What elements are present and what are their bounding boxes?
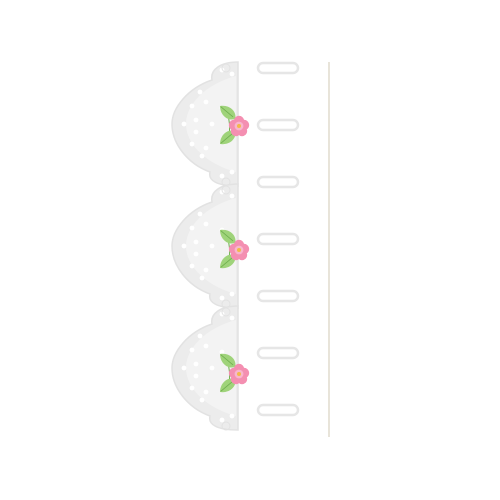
lace-hole [209, 365, 215, 371]
lace-scallop [171, 305, 239, 431]
lace-hole [203, 343, 209, 349]
lace-hole [203, 99, 209, 105]
lace-hole [193, 373, 199, 379]
ribbon-slot [256, 61, 300, 75]
lace-hole [219, 173, 225, 179]
lace-hole [193, 251, 199, 257]
lace-hole [229, 315, 235, 321]
leaf-vein [220, 230, 234, 242]
lace-hole [209, 243, 215, 249]
lace-hole [197, 89, 203, 95]
rose-center [237, 248, 241, 252]
leaf-icon [220, 105, 236, 120]
leaf-icon [220, 130, 236, 145]
ribbon-slot-layer [256, 61, 300, 417]
lace-hole [199, 153, 205, 159]
leaf-icon [220, 229, 236, 244]
lace-eyelet [221, 185, 231, 195]
rose-motif [220, 105, 250, 145]
leaf-icon [220, 353, 236, 368]
lace-hole [189, 103, 195, 109]
leaf-icon [220, 254, 236, 269]
lace-hole [189, 385, 195, 391]
lace-hole [199, 397, 205, 403]
lace-hole [189, 347, 195, 353]
leaf-icon [220, 378, 236, 393]
leaf-vein [220, 354, 234, 366]
lace-hole [189, 263, 195, 269]
ribbon-slot [256, 175, 300, 189]
lace-hole [197, 211, 203, 217]
rose-icon [228, 239, 250, 261]
rose-layer [220, 105, 250, 393]
leaf-vein [220, 106, 234, 118]
lace-hole [229, 193, 235, 199]
ribbon-slot [256, 118, 300, 132]
lace-hole [181, 365, 187, 371]
lace-hole [193, 117, 199, 123]
lace-hole [219, 349, 225, 355]
ribbon-slot [256, 232, 300, 246]
leaf-vein [220, 256, 234, 268]
lace-hole [199, 275, 205, 281]
lace-hole [193, 361, 199, 367]
ribbon-slot [256, 289, 300, 303]
ribbon-slot [256, 346, 300, 360]
leaf-vein [220, 132, 234, 144]
lace-hole [181, 243, 187, 249]
lace-hole [203, 221, 209, 227]
lace-hole [203, 267, 209, 273]
rose-icon [228, 115, 250, 137]
lace-hole [189, 141, 195, 147]
lace-hole [209, 121, 215, 127]
lace-hole [197, 333, 203, 339]
lace-hole [229, 169, 235, 175]
lace-hole [181, 121, 187, 127]
lace-eyelet [221, 307, 231, 317]
lace-eyelet [221, 421, 231, 431]
rose-center [237, 124, 241, 128]
lace-hole [229, 413, 235, 419]
lace-eyelet [221, 63, 231, 73]
lace-hole [203, 389, 209, 395]
lace-hole [193, 239, 199, 245]
lace-hole [229, 71, 235, 77]
rose-icon [228, 363, 250, 385]
rose-motif [220, 353, 250, 393]
lace-hole [219, 295, 225, 301]
rose-center [237, 372, 241, 376]
lace-hole [193, 129, 199, 135]
lace-hole [203, 145, 209, 151]
ribbon-slot [256, 403, 300, 417]
lace-layer [171, 61, 239, 431]
rose-motif [220, 229, 250, 269]
lace-hole [229, 291, 235, 297]
lace-hole [219, 417, 225, 423]
lace-hole [189, 225, 195, 231]
leaf-vein [220, 380, 234, 392]
lace-scallop [171, 183, 239, 309]
lace-scallop [171, 61, 239, 187]
